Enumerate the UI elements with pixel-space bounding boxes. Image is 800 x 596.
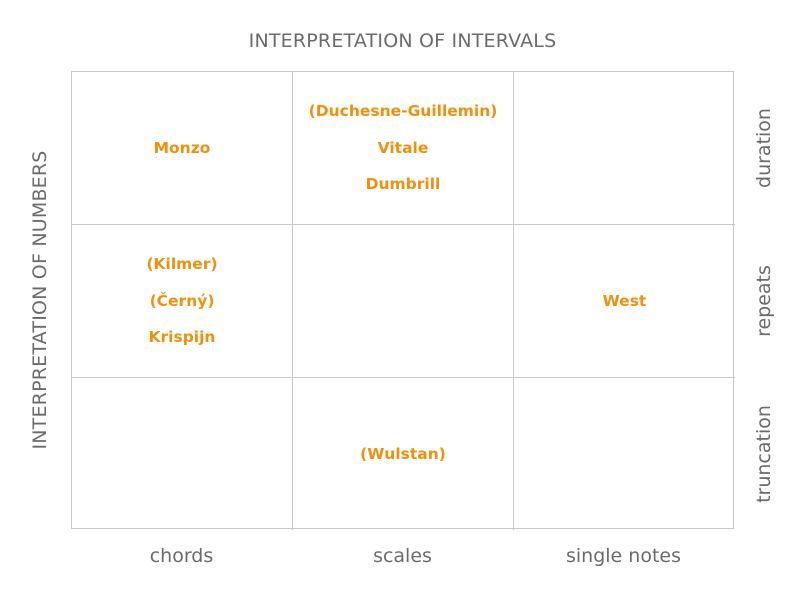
row-label-repeats: repeats xyxy=(753,265,775,337)
row-label-truncation: truncation xyxy=(753,405,775,503)
scholar-name: Dumbrill xyxy=(365,175,441,194)
scholar-name: (Černý) xyxy=(149,291,215,310)
scholar-name: (Duchesne-Guillemin) xyxy=(308,102,498,121)
matrix-grid: Monzo (Duchesne-Guillemin) Vitale Dumbri… xyxy=(71,71,735,530)
scholar-name: West xyxy=(602,291,647,310)
cell-truncation-single-notes xyxy=(514,378,735,530)
left-axis-title: INTERPRETATION OF NUMBERS xyxy=(29,150,51,450)
scholar-name: (Wulstan) xyxy=(360,444,446,463)
column-label-scales: scales xyxy=(373,545,432,567)
row-label-duration: duration xyxy=(753,108,775,188)
cell-truncation-scales: (Wulstan) xyxy=(293,378,514,530)
cell-duration-scales: (Duchesne-Guillemin) Vitale Dumbrill xyxy=(293,72,514,225)
top-axis-title: INTERPRETATION OF INTERVALS xyxy=(248,30,557,52)
column-label-single-notes: single notes xyxy=(566,545,681,567)
scholar-name: Krispijn xyxy=(148,328,216,347)
scholar-name: (Kilmer) xyxy=(146,255,218,274)
cell-repeats-chords: (Kilmer) (Černý) Krispijn xyxy=(72,225,293,378)
cell-truncation-chords xyxy=(72,378,293,530)
cell-duration-single-notes xyxy=(514,72,735,225)
cell-duration-chords: Monzo xyxy=(72,72,293,225)
cell-repeats-single-notes: West xyxy=(514,225,735,378)
scholar-name: Vitale xyxy=(377,138,429,157)
column-label-chords: chords xyxy=(149,545,214,567)
scholar-name: Monzo xyxy=(153,138,211,157)
cell-repeats-scales xyxy=(293,225,514,378)
